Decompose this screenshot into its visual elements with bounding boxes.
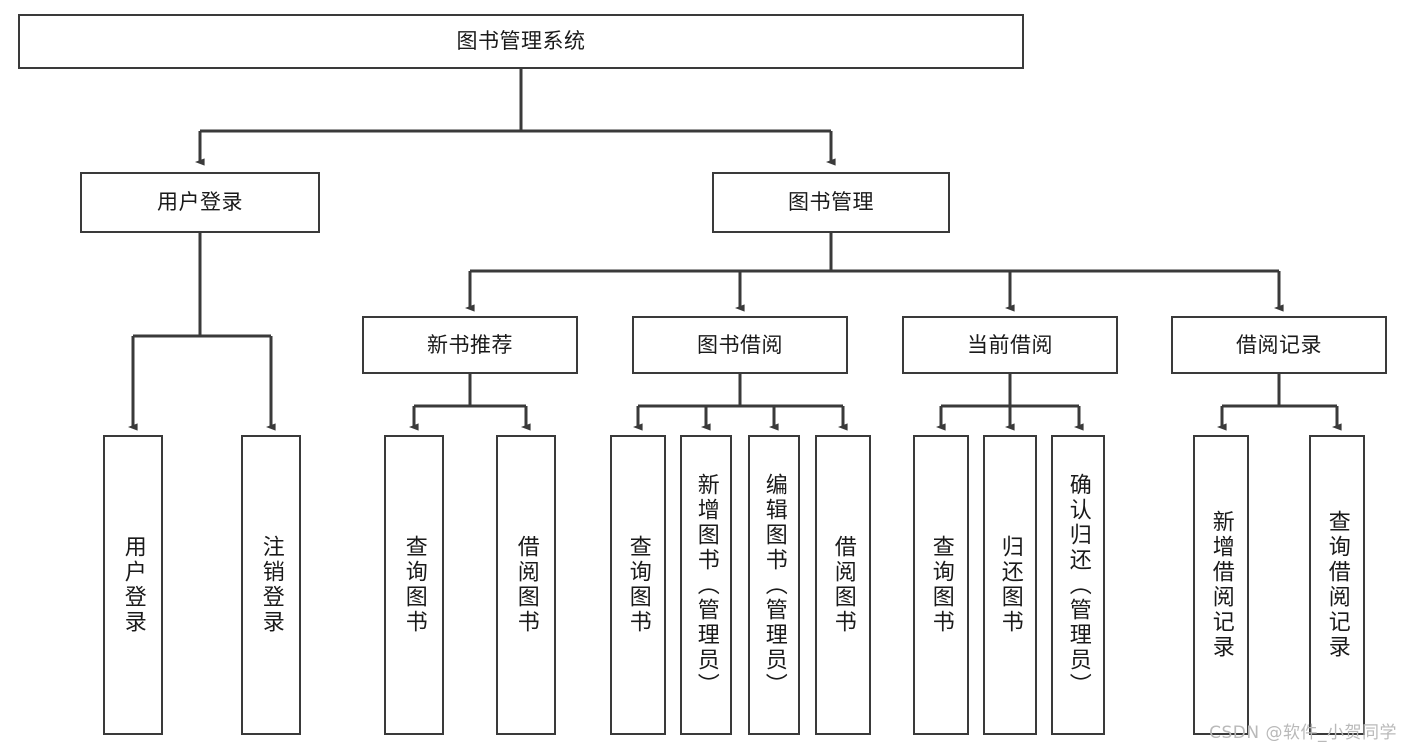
- node-new-book-recommend-label: 新书推荐: [427, 332, 513, 357]
- node-current-borrow-label: 当前借阅: [967, 332, 1053, 357]
- node-leaf-query-book-1[interactable]: 查询图书: [384, 435, 444, 735]
- node-leaf-confirm-return[interactable]: 确认归还（管理员）: [1051, 435, 1105, 735]
- node-book-borrow-label: 图书借阅: [697, 332, 783, 357]
- node-leaf-query-book-3[interactable]: 查询图书: [913, 435, 969, 735]
- node-borrow-record[interactable]: 借阅记录: [1171, 316, 1387, 374]
- node-user-login-label: 用户登录: [157, 190, 243, 215]
- node-leaf-query-book-1-label: 查询图书: [401, 535, 427, 635]
- node-new-book-recommend[interactable]: 新书推荐: [362, 316, 578, 374]
- node-leaf-return-book-label: 归还图书: [997, 535, 1023, 635]
- node-leaf-add-record-label: 新增借阅记录: [1208, 510, 1234, 660]
- node-leaf-edit-book[interactable]: 编辑图书（管理员）: [748, 435, 800, 735]
- node-leaf-query-record[interactable]: 查询借阅记录: [1309, 435, 1365, 735]
- node-leaf-query-book-3-label: 查询图书: [928, 535, 954, 635]
- node-book-manage[interactable]: 图书管理: [712, 172, 950, 233]
- node-leaf-query-book-2-label: 查询图书: [625, 535, 651, 635]
- watermark: CSDN @软件_小贺同学: [1209, 723, 1397, 743]
- node-leaf-query-book-2[interactable]: 查询图书: [610, 435, 666, 735]
- node-borrow-record-label: 借阅记录: [1236, 332, 1322, 357]
- node-leaf-query-record-label: 查询借阅记录: [1324, 510, 1350, 660]
- node-current-borrow[interactable]: 当前借阅: [902, 316, 1118, 374]
- node-leaf-user-login-label: 用户登录: [120, 535, 146, 635]
- node-leaf-borrow-book-2-label: 借阅图书: [830, 535, 856, 635]
- node-leaf-borrow-book-2[interactable]: 借阅图书: [815, 435, 871, 735]
- node-root-label: 图书管理系统: [456, 29, 586, 54]
- node-leaf-user-login[interactable]: 用户登录: [103, 435, 163, 735]
- node-user-login[interactable]: 用户登录: [80, 172, 320, 233]
- node-leaf-add-book[interactable]: 新增图书（管理员）: [680, 435, 732, 735]
- node-leaf-edit-book-label: 编辑图书（管理员）: [761, 472, 787, 698]
- node-leaf-user-logout[interactable]: 注销登录: [241, 435, 301, 735]
- node-leaf-user-logout-label: 注销登录: [258, 535, 284, 635]
- node-leaf-confirm-return-label: 确认归还（管理员）: [1065, 472, 1091, 698]
- node-root[interactable]: 图书管理系统: [18, 14, 1024, 69]
- node-book-borrow[interactable]: 图书借阅: [632, 316, 848, 374]
- node-leaf-add-book-label: 新增图书（管理员）: [693, 472, 719, 698]
- node-book-manage-label: 图书管理: [788, 190, 874, 215]
- node-leaf-borrow-book-1[interactable]: 借阅图书: [496, 435, 556, 735]
- node-leaf-return-book[interactable]: 归还图书: [983, 435, 1037, 735]
- node-leaf-add-record[interactable]: 新增借阅记录: [1193, 435, 1249, 735]
- node-leaf-borrow-book-1-label: 借阅图书: [513, 535, 539, 635]
